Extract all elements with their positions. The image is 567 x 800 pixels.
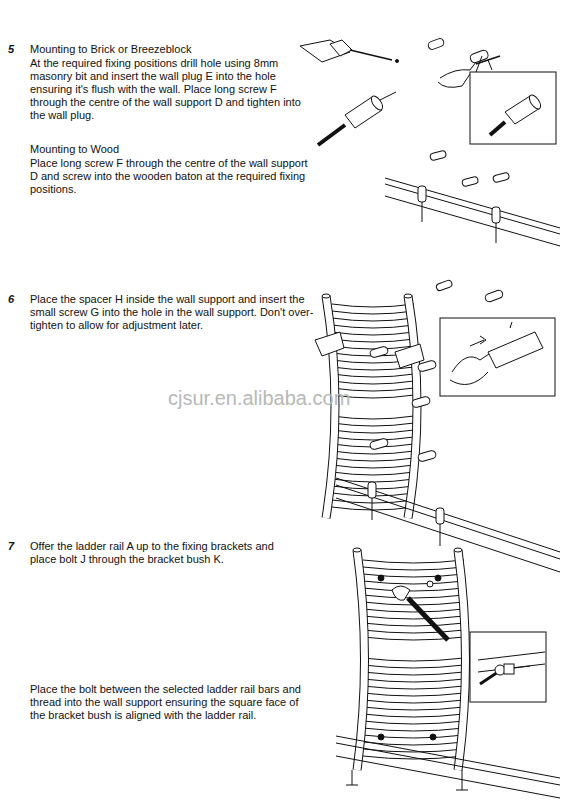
ladder-bar xyxy=(363,721,464,724)
ladder-bar xyxy=(363,581,464,584)
ladder-bar xyxy=(332,465,414,468)
drill-figure xyxy=(300,40,399,63)
section-heading: Mounting to Wood xyxy=(30,143,300,156)
ladder-bar xyxy=(332,472,414,475)
ladder-bar xyxy=(332,332,414,335)
ladder-bar xyxy=(332,451,414,454)
ladder-bar xyxy=(332,325,414,328)
skirting-board xyxy=(336,478,560,572)
ladder-bar xyxy=(332,416,414,419)
ladder-bar xyxy=(363,560,464,563)
ladder-bar xyxy=(332,339,414,342)
ladder-bar xyxy=(363,686,464,689)
step-number: 7 xyxy=(8,540,28,553)
ladder-bar xyxy=(363,616,464,619)
ladder-bar xyxy=(332,437,414,440)
skirting-board xyxy=(385,150,560,246)
ladder-bar xyxy=(363,567,464,570)
instruction-text: Offer the ladder rail A up to the fixing… xyxy=(30,540,298,566)
ladder-bar xyxy=(332,458,414,461)
instruction-text: Place long screw F through the centre of… xyxy=(30,157,308,196)
ladder-bar xyxy=(363,623,464,626)
step-number: 6 xyxy=(8,293,28,306)
ladder-bar xyxy=(332,423,414,426)
section-heading: Mounting to Brick or Breezeblock xyxy=(30,43,300,56)
ladder-bar xyxy=(363,609,464,612)
detail-inset xyxy=(470,56,556,144)
ladder-bar xyxy=(363,595,464,598)
instruction-text: Place the bolt between the selected ladd… xyxy=(30,683,302,722)
watermark: cjsur.en.alibaba.com xyxy=(168,386,350,410)
ladder-bar xyxy=(363,630,464,633)
ladder-bar xyxy=(363,658,464,661)
ladder-bar xyxy=(363,672,464,675)
ladder-bar xyxy=(332,311,414,314)
instruction-text: At the required fixing positions drill h… xyxy=(30,57,308,122)
ladder-bar xyxy=(332,507,414,510)
ladder-bar xyxy=(332,318,414,321)
wall-support-screw xyxy=(318,92,396,145)
ladder-bar xyxy=(332,374,414,377)
ladder-bar xyxy=(332,304,414,307)
ladder-bar xyxy=(363,665,464,668)
ladder-bar xyxy=(363,714,464,717)
step-number: 5 xyxy=(8,43,28,56)
detail-inset xyxy=(440,318,555,396)
instruction-text: Place the spacer H inside the wall suppo… xyxy=(30,293,316,332)
ladder-bar xyxy=(332,381,414,384)
detail-inset xyxy=(470,632,546,702)
ladder-bar xyxy=(363,700,464,703)
ladder-bar xyxy=(363,728,464,731)
skirting-board xyxy=(336,736,560,798)
ladder-bar xyxy=(363,707,464,710)
ladder-bar xyxy=(363,693,464,696)
ladder-rail xyxy=(346,548,468,790)
ladder-bar xyxy=(363,679,464,682)
ladder-bar xyxy=(363,588,464,591)
ladder-bar xyxy=(332,430,414,433)
